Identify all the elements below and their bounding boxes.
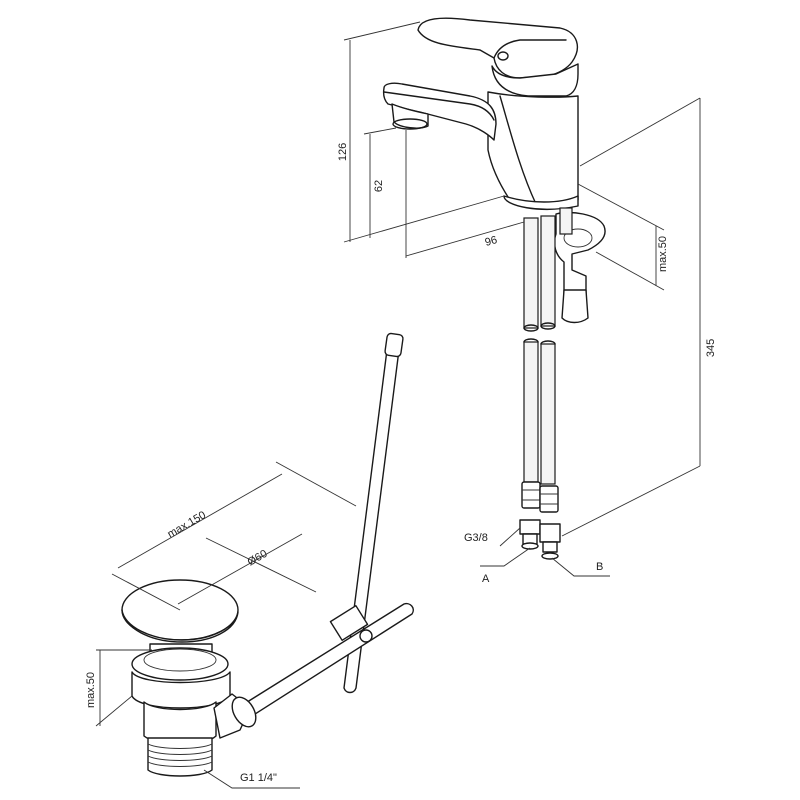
lift-rod-knob [384,332,404,358]
dim-deck-thickness: max.50 [657,236,669,272]
clevis [329,605,369,641]
dim-total-height: 126 [337,143,349,161]
hose-a-lower [523,341,539,483]
label-hose-thread: G3/8 [464,532,488,544]
faucet-body [487,91,579,206]
faucet-spout [382,82,497,141]
faucet-base [503,195,579,210]
dim-waste-diameter: Ø60 [246,548,270,569]
faucet-dimensions: 126 62 96 max.50 345 G3/8 A B [337,21,717,585]
handle-screw [497,51,509,61]
lift-rod [343,341,401,694]
hose-b-upper [540,215,556,327]
label-hose-a: A [482,573,490,585]
hose-a-fitting [519,481,541,550]
pivot-rod [243,602,414,717]
pop-up-waste [121,332,414,777]
hose-a-upper [523,217,539,329]
faucet [382,17,606,324]
faucet-handle [417,17,579,79]
dim-hose-length: 345 [705,339,717,357]
dim-waste-reach: max.150 [166,509,209,540]
dim-waste-deck: max.50 [85,672,97,708]
dim-spout-reach: 96 [484,234,499,249]
mounting-nut [561,289,589,324]
hoses [519,207,573,560]
label-waste-thread: G1 1/4" [240,772,277,784]
dim-spout-height: 62 [373,180,385,192]
waste-thread [147,737,213,777]
hose-b-lower [540,343,556,485]
aerator [391,103,429,129]
label-hose-b: B [596,561,603,573]
hose-b-fitting [539,485,561,560]
